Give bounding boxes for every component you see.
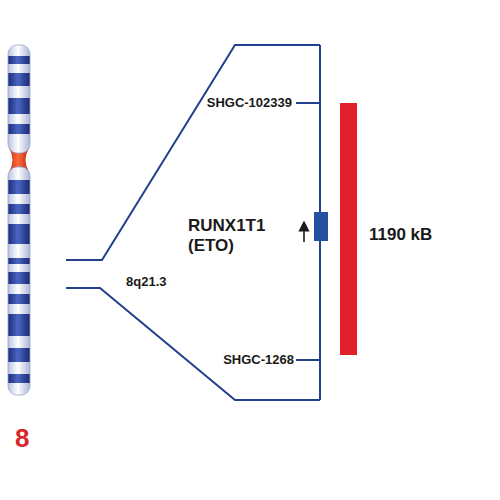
size-label: 1190 kB	[369, 225, 432, 245]
gene-label: RUNX1T1 (ETO)	[188, 216, 288, 255]
chromosome-number: 8	[15, 424, 29, 454]
marker-tick	[296, 359, 320, 361]
orientation-arrow	[303, 226, 305, 242]
q-arm	[8, 167, 30, 395]
zoom-line	[66, 288, 320, 400]
gene-block	[314, 212, 328, 241]
marker-tick	[296, 102, 320, 104]
p-arm	[8, 45, 30, 153]
marker-label: SHGC-102339	[207, 96, 292, 111]
zoom-line	[66, 45, 320, 260]
band-label: 8q21.3	[126, 275, 166, 290]
marker-label: SHGC-1268	[223, 353, 294, 368]
probe-bar	[340, 103, 357, 355]
